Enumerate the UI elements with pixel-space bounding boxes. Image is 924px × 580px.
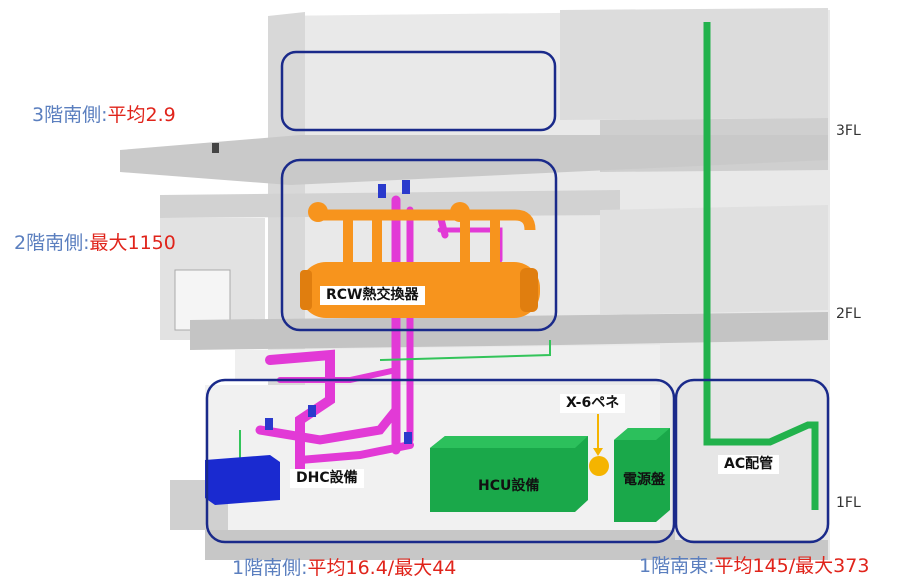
- hcu-block: [430, 436, 588, 512]
- reading-floor1-south-key: 1階南側:: [232, 557, 308, 579]
- penetration-label: X-6ペネ: [560, 394, 626, 414]
- valve-4: [308, 405, 316, 417]
- dhc-unit: [205, 455, 280, 505]
- rcw-pipe-end-left: [308, 202, 328, 222]
- rcw-leg-1: [343, 215, 353, 270]
- frame-floor3-south: [280, 50, 557, 132]
- reading-floor2-south-key: 2階南側:: [14, 232, 90, 254]
- reading-floor1-southeast-value: 平均145/最大373: [714, 555, 870, 577]
- floor-label-2fl: 2FL: [836, 306, 861, 322]
- reading-floor1-south: 1階南側:平均16.4/最大44: [232, 559, 456, 578]
- penetration-arrow-head: [593, 448, 603, 456]
- green-line-2: [379, 340, 551, 361]
- reading-floor3-south-key: 3階南側:: [32, 104, 108, 126]
- floor-label-1fl: 1FL: [836, 495, 861, 511]
- dhc-pipe-2: [255, 405, 401, 445]
- rcw-pipe-end-right: [450, 202, 470, 222]
- dhc-label: DHC設備: [290, 469, 364, 489]
- rcw-leg-3: [460, 215, 470, 270]
- hcu-top: [430, 436, 588, 448]
- frame-floor1-south: [205, 378, 676, 544]
- upper-wall-block: [560, 8, 828, 120]
- reading-floor3-south-value: 平均2.9: [107, 104, 176, 126]
- ac-pipe: [703, 22, 819, 510]
- hcu-equipment: [430, 436, 588, 512]
- floor-label-3fl: 3FL: [836, 123, 861, 139]
- reading-floor1-south-value: 平均16.4/最大44: [307, 557, 457, 579]
- power-panel-block: [614, 428, 670, 522]
- valves: [265, 180, 412, 444]
- floor1-slab: [205, 530, 828, 560]
- valve-3: [265, 418, 273, 430]
- hcu-label: HCU設備: [478, 478, 540, 494]
- ac-pipe-label: AC配管: [718, 455, 780, 475]
- floor1-ceiling: [235, 345, 660, 380]
- rcw-end-cap: [520, 268, 538, 312]
- valve-5: [404, 432, 412, 444]
- valve-2: [402, 180, 410, 194]
- fixture: [212, 143, 219, 153]
- penetration-marker: [589, 456, 609, 476]
- dhc-pipe-4: [296, 441, 414, 464]
- power-panel-top: [614, 428, 670, 440]
- rcw-end-cap-left: [300, 270, 312, 310]
- power-panel: [614, 428, 670, 522]
- reading-floor2-south: 2階南側:最大1150: [14, 234, 176, 253]
- reading-floor1-southeast: 1階南東:平均145/最大373: [639, 557, 869, 576]
- reading-floor2-south-value: 最大1150: [89, 232, 176, 254]
- frame-floor1-southeast: [674, 378, 830, 544]
- rcw-label: RCW熱交換器: [320, 286, 425, 306]
- highlight-frames: [205, 50, 830, 544]
- reading-floor3-south: 3階南側:平均2.9: [32, 106, 176, 125]
- rcw-leg-4: [490, 215, 500, 270]
- valve-1: [378, 184, 386, 198]
- power-panel-label: 電源盤: [623, 472, 665, 488]
- reading-floor1-southeast-key: 1階南東:: [639, 555, 715, 577]
- right-wall-floor2: [600, 205, 828, 315]
- rcw-leg-2: [372, 215, 382, 270]
- frame-floor2-south: [280, 158, 558, 332]
- rcw-top-pipe: [318, 209, 536, 231]
